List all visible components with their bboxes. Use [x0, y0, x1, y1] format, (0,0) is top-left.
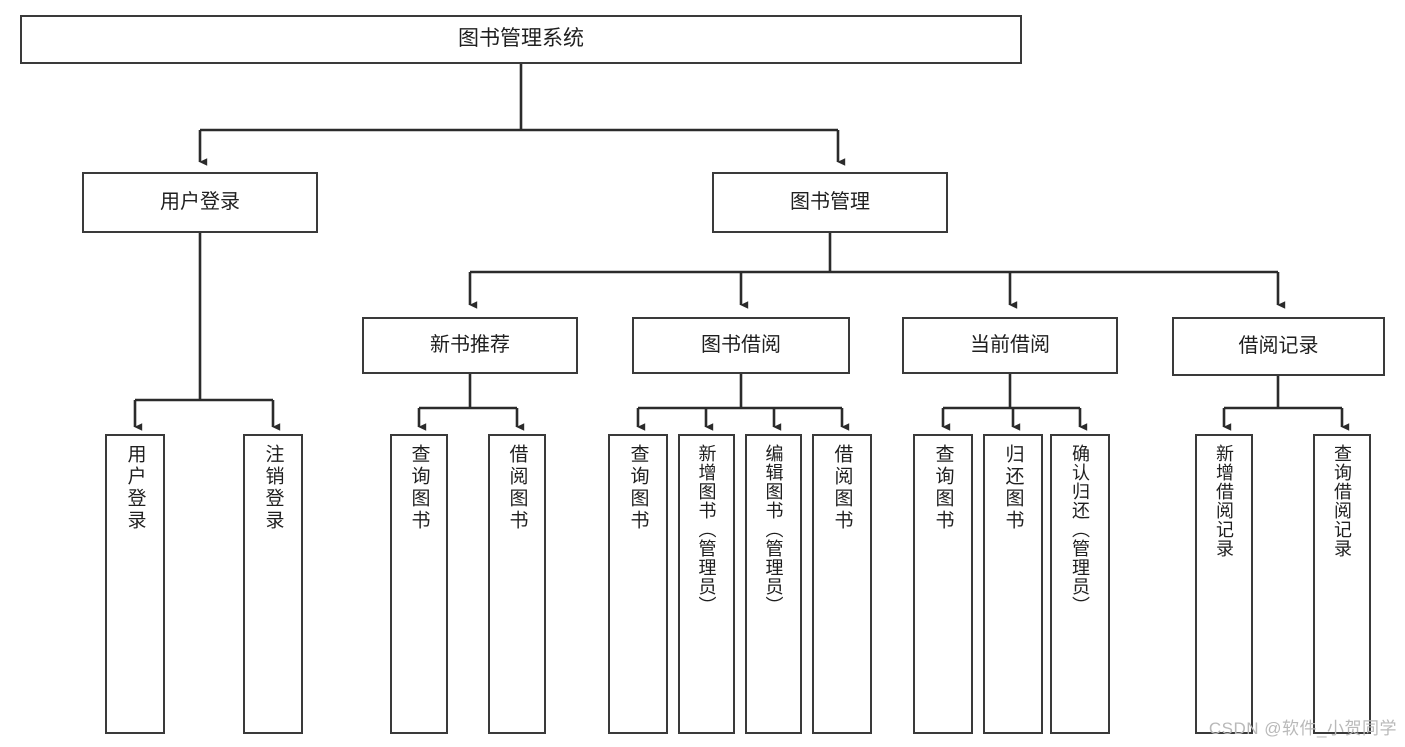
leaf-user-login-logout[interactable]: 注销登录: [243, 434, 303, 734]
node-label: 用户登录: [124, 444, 146, 532]
node-root-system[interactable]: 图书管理系统: [20, 15, 1022, 64]
node-book-borrow[interactable]: 图书借阅: [632, 317, 850, 374]
leaf-borrow-record-query-record[interactable]: 查询借阅记录: [1313, 434, 1371, 734]
node-label: 新增借阅记录: [1214, 444, 1234, 558]
node-label: 当前借阅: [970, 333, 1050, 356]
node-borrow-record[interactable]: 借阅记录: [1172, 317, 1385, 376]
leaf-new-book-borrow-book[interactable]: 借阅图书: [488, 434, 546, 734]
leaf-user-login-login[interactable]: 用户登录: [105, 434, 165, 734]
node-label: 查询图书: [627, 444, 649, 532]
node-label: 编辑图书（管理员）: [763, 444, 784, 615]
node-label: 查询图书: [932, 444, 954, 532]
leaf-book-borrow-borrow-book[interactable]: 借阅图书: [812, 434, 872, 734]
node-label: 用户登录: [160, 190, 240, 213]
leaf-new-book-query-book[interactable]: 查询图书: [390, 434, 448, 734]
node-label: 确认归还（管理员）: [1070, 444, 1090, 615]
node-label: 归还图书: [1002, 444, 1024, 532]
node-label: 新增图书（管理员）: [696, 444, 717, 615]
node-label: 查询借阅记录: [1332, 444, 1352, 558]
node-user-login[interactable]: 用户登录: [82, 172, 318, 233]
node-label: 注销登录: [262, 444, 284, 532]
leaf-borrow-record-add-record[interactable]: 新增借阅记录: [1195, 434, 1253, 734]
node-label: 新书推荐: [430, 333, 510, 356]
node-label: 图书管理系统: [458, 27, 584, 51]
node-current-borrow[interactable]: 当前借阅: [902, 317, 1118, 374]
node-label: 查询图书: [408, 444, 430, 532]
node-label: 图书管理: [790, 190, 870, 213]
leaf-current-borrow-return-book[interactable]: 归还图书: [983, 434, 1043, 734]
leaf-book-borrow-edit-book-admin[interactable]: 编辑图书（管理员）: [745, 434, 802, 734]
leaf-current-borrow-query-book[interactable]: 查询图书: [913, 434, 973, 734]
leaf-current-borrow-confirm-return-admin[interactable]: 确认归还（管理员）: [1050, 434, 1110, 734]
leaf-book-borrow-add-book-admin[interactable]: 新增图书（管理员）: [678, 434, 735, 734]
node-label: 借阅记录: [1238, 334, 1319, 357]
node-label: 借阅图书: [831, 444, 853, 532]
leaf-book-borrow-query-book[interactable]: 查询图书: [608, 434, 668, 734]
csdn-watermark: CSDN @软件_小贺同学: [1208, 719, 1397, 738]
node-label: 图书借阅: [701, 333, 781, 356]
node-book-management[interactable]: 图书管理: [712, 172, 948, 233]
node-new-book-recommend[interactable]: 新书推荐: [362, 317, 578, 374]
node-label: 借阅图书: [506, 444, 528, 532]
